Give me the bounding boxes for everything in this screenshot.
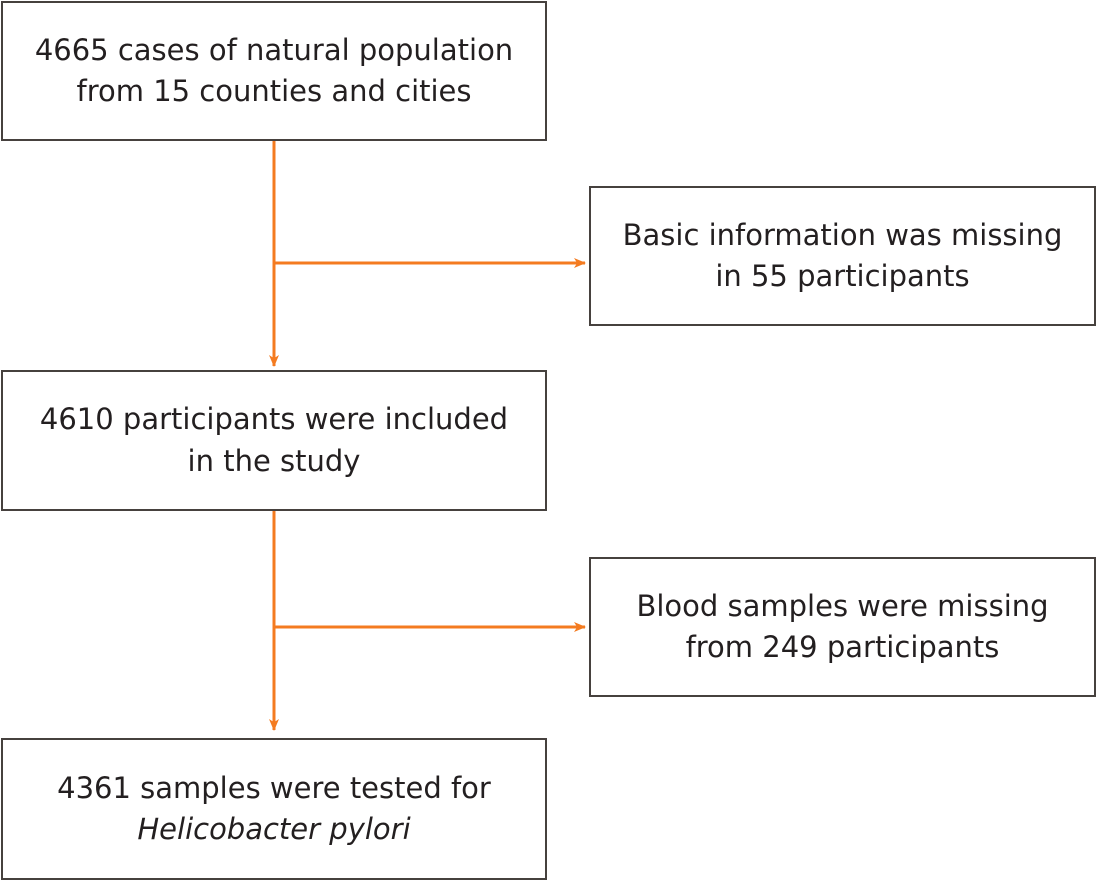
node-included-line2: in the study (187, 443, 361, 478)
node-excluded-missing-information: Basic information was missing in 55 parti… (589, 186, 1096, 326)
node-excluded-blood-line1: Blood samples were missing (636, 588, 1049, 623)
node-enrollment-line2: from 15 counties and cities (76, 74, 472, 108)
node-included-line1: 4610 participants were included (39, 402, 509, 437)
node-excluded-info-line2: in 55 participants (715, 259, 970, 293)
node-excluded-blood-line2: from 249 participants (685, 630, 1000, 664)
node-excluded-info-line1: Basic information was missing (622, 217, 1063, 252)
node-excluded-missing-blood-samples-text: Blood samples were missing from 249 parti… (605, 586, 1080, 668)
node-tested-species-name: Helicobacter pylori (137, 812, 411, 846)
node-included-participants: 4610 participants were included in the st… (1, 370, 547, 511)
node-tested-line1: 4361 samples were tested for (57, 770, 491, 805)
node-enrollment-line1: 4665 cases of natural population (34, 32, 514, 67)
node-excluded-missing-blood-samples: Blood samples were missing from 249 parti… (589, 557, 1096, 697)
node-enrollment-text: 4665 cases of natural population from 15 … (17, 30, 531, 112)
node-included-participants-text: 4610 participants were included in the st… (17, 399, 531, 481)
node-enrollment: 4665 cases of natural population from 15 … (1, 1, 547, 141)
node-excluded-missing-information-text: Basic information was missing in 55 parti… (605, 215, 1080, 297)
